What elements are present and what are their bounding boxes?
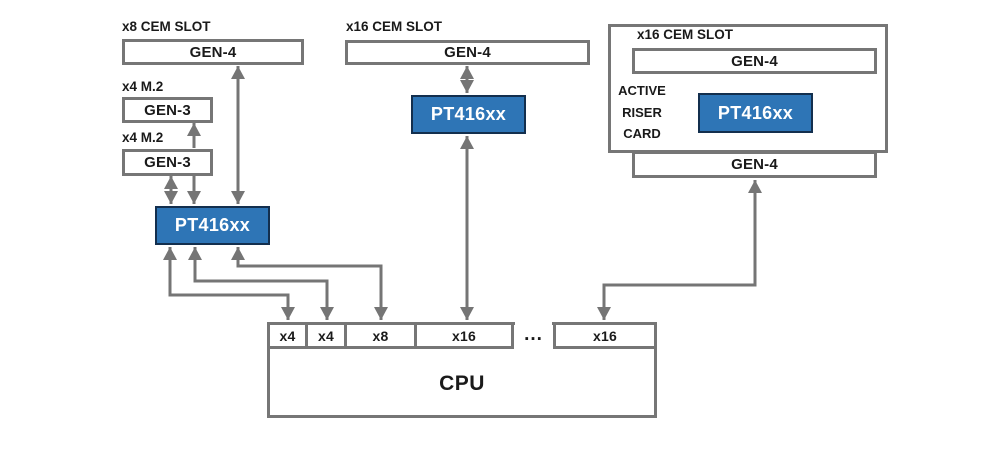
edge-chip-lower-gen3-arrowhead — [164, 176, 178, 189]
cpu-lane-x4-2: x4 — [305, 322, 347, 349]
cpu-lane-x16-2: x16 — [553, 322, 657, 349]
edge-chip-upper-gen3-bottom-seg-arrowhead — [187, 191, 201, 204]
edge-left-chip-cpu-x8-arrowhead — [231, 247, 245, 260]
edge-mid-gen4-mid-chip-arrowhead — [460, 66, 474, 79]
gen4-box-riser-top: GEN-4 — [632, 48, 877, 74]
gen3-box-m2-2: GEN-3 — [122, 149, 213, 176]
cpu-lane-x4-1: x4 — [267, 322, 308, 349]
edge-left-chip-cpu-x4-2-arrowhead — [188, 247, 202, 260]
gen4-box-x16-cem-middle: GEN-4 — [345, 40, 590, 65]
edge-left-chip-cpu-x4-1 — [168, 247, 290, 320]
edge-chip-lower-gen3-arrowhead — [164, 191, 178, 204]
edge-right-gen4-cpu-x16-arrowhead — [597, 307, 611, 320]
edge-chip-upper-gen3-top-seg-arrowhead — [187, 123, 201, 136]
gen3-box-m2-1: GEN-3 — [122, 97, 213, 123]
x16-cem-slot-label-middle: x16 CEM SLOT — [346, 19, 443, 34]
active-riser-card-label: ACTIVE RISER CARD — [618, 83, 666, 141]
edge-left-chip-cpu-x4-2 — [193, 247, 329, 320]
edge-left-chip-cpu-x4-1-arrowhead — [163, 247, 177, 260]
edge-left-chip-cpu-x4-1-arrowhead — [281, 307, 295, 320]
cpu-lane-x8: x8 — [344, 322, 417, 349]
pt416xx-chip-right: PT416xx — [698, 93, 813, 133]
edge-left-chip-cpu-x8-arrowhead — [374, 307, 388, 320]
x8-cem-slot-label: x8 CEM SLOT — [122, 19, 211, 34]
pt416xx-chip-left: PT416xx — [155, 206, 270, 245]
gen4-box-riser-bottom: GEN-4 — [632, 151, 877, 178]
cpu-lane-ellipsis: ... — [515, 320, 552, 350]
x4-m2-label-2: x4 M.2 — [122, 130, 164, 145]
x16-cem-slot-label-right: x16 CEM SLOT — [637, 27, 734, 42]
edge-left-chip-cpu-x4-2-arrowhead — [320, 307, 334, 320]
edge-left-chip-cpu-x8 — [236, 247, 383, 320]
edge-mid-chip-cpu-x16-arrowhead — [460, 307, 474, 320]
edge-left-chip-x8-gen4-arrowhead — [231, 66, 245, 79]
edge-left-chip-x8-gen4-arrowhead — [231, 191, 245, 204]
cpu-label: CPU — [439, 372, 485, 395]
edge-mid-chip-cpu-x16-arrowhead — [460, 136, 474, 149]
cpu-lane-x16-1: x16 — [414, 322, 514, 349]
edge-right-gen4-cpu-x16 — [602, 180, 757, 320]
edge-right-gen4-cpu-x16-arrowhead — [748, 180, 762, 193]
edge-mid-gen4-mid-chip-arrowhead — [460, 80, 474, 93]
x4-m2-label-1: x4 M.2 — [122, 79, 164, 94]
gen4-box-x8-cem: GEN-4 — [122, 39, 304, 65]
pt416xx-chip-middle: PT416xx — [411, 95, 526, 134]
